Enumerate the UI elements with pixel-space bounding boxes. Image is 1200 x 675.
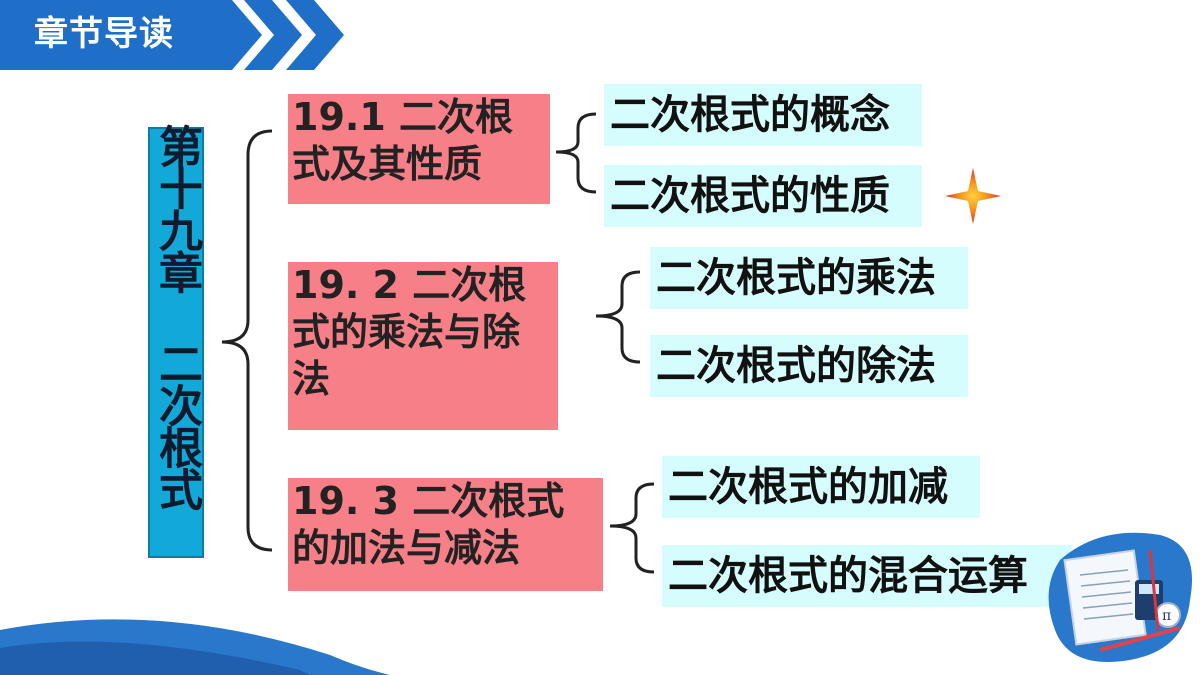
bottom-wave <box>0 619 390 675</box>
topic-properties: 二次根式的性质 <box>604 165 922 227</box>
section-2-title: 19. 2 二次根式的乘法与除法 <box>288 262 558 430</box>
topic-multiplication: 二次根式的乘法 <box>650 247 968 309</box>
header-banner <box>0 0 344 70</box>
topic-mixed-operations: 二次根式的混合运算 <box>662 545 1072 607</box>
chapter-title: 第十九章 二次根式 <box>151 124 202 509</box>
math-illustration-icon: π <box>1048 532 1192 662</box>
header-title: 章节导读 <box>34 14 174 54</box>
chapter-title-box <box>148 127 204 558</box>
topic-concept: 二次根式的概念 <box>604 84 922 146</box>
topic-division: 二次根式的除法 <box>650 335 968 397</box>
section-3-title: 19. 3 二次根式的加法与减法 <box>288 478 603 591</box>
star-icon <box>945 168 1001 224</box>
svg-text:π: π <box>1162 608 1171 624</box>
section-1-title: 19.1 二次根式及其性质 <box>288 94 550 204</box>
topic-add-subtract: 二次根式的加减 <box>662 456 980 518</box>
